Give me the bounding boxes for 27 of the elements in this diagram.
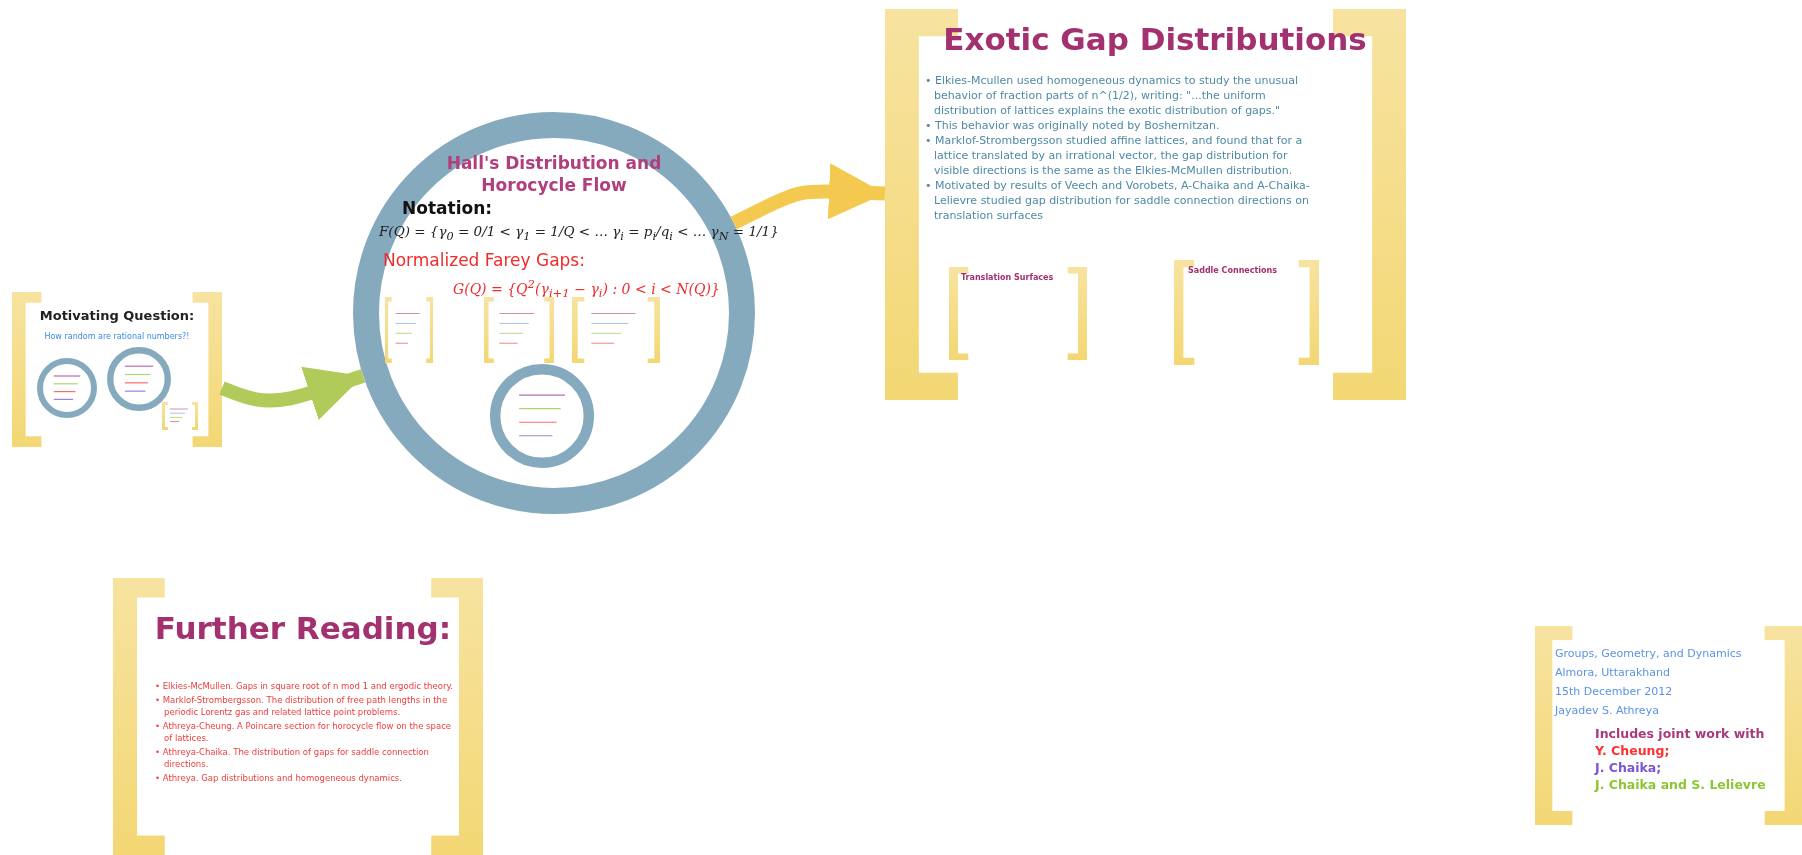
heading-text: Notation: [402, 198, 494, 218]
frame-title: Further Reading: [153, 610, 453, 646]
reference-text: • Elkies-McMullen. Gaps in square root of n mod 1 and ergodic theory. [155, 680, 454, 693]
bullet-text: • Marklof-Strombergsson studied affine lattices, and found that for a lattice translated by an irrational vector, the gap distribution for visible directions is the same as the Elkies-McMullen distribution. [925, 133, 1304, 178]
arrow [219, 366, 366, 421]
frame-title: Motivating Question: [38, 308, 196, 323]
bullet-text: • This behavior was originally noted by Boshernitzan. [925, 118, 1221, 133]
info-text: Jayadev S. Athreya [1555, 703, 1660, 719]
frame-title: Saddle Connections [1188, 266, 1278, 275]
bullet-text: • Motivated by results of Veech and Vorobets, A-Chaika and A-Chaika-Lelievre studied gap distribution for saddle connection directions on translation surfaces [925, 178, 1310, 223]
info-text: Groups, Geometry, and Dynamics [1555, 646, 1743, 662]
formula: G(Q) = {Q$^{2}$(γ$_{i+1}$ − γ$_{i}$) : 0 < i < N(Q)} [453, 277, 721, 301]
credit-text: J. Chaika and S. Lelievre [1595, 776, 1767, 793]
credit-text: Includes joint work with [1595, 725, 1766, 742]
info-text: 15th December 2012 [1555, 684, 1674, 700]
reference-text: • Marklof-Strombergsson. The distribution of free path lengths in the periodic Lorentz gas and related lattice point problems. [155, 693, 449, 719]
question-text: How random are rational numbers?! [43, 332, 191, 341]
reference-text: • Athreya-Cheung. A Poincare section for horocycle flow on the space of lattices. [155, 719, 453, 745]
frame-title: Translation Surfaces [961, 273, 1055, 282]
info-text: Almora, Uttarakhand [1555, 665, 1671, 681]
credit-text: J. Chaika; [1595, 759, 1663, 776]
reference-text: • Athreya. Gap distributions and homogeneous dynamics. [155, 771, 403, 784]
frame-title: Exotic Gap Distributions [942, 21, 1368, 57]
bullet-text: • Elkies-Mcullen used homogeneous dynamics to study the unusual behavior of fraction parts of n^(1/2), writing: "...the uniform distribution of lattices explains the exotic distribution of gaps." [925, 73, 1300, 118]
arrow [730, 163, 886, 230]
credit-text: Y. Cheung; [1595, 742, 1671, 759]
reference-text: • Athreya-Chaika. The distribution of gaps for saddle connection directions. [155, 745, 430, 771]
